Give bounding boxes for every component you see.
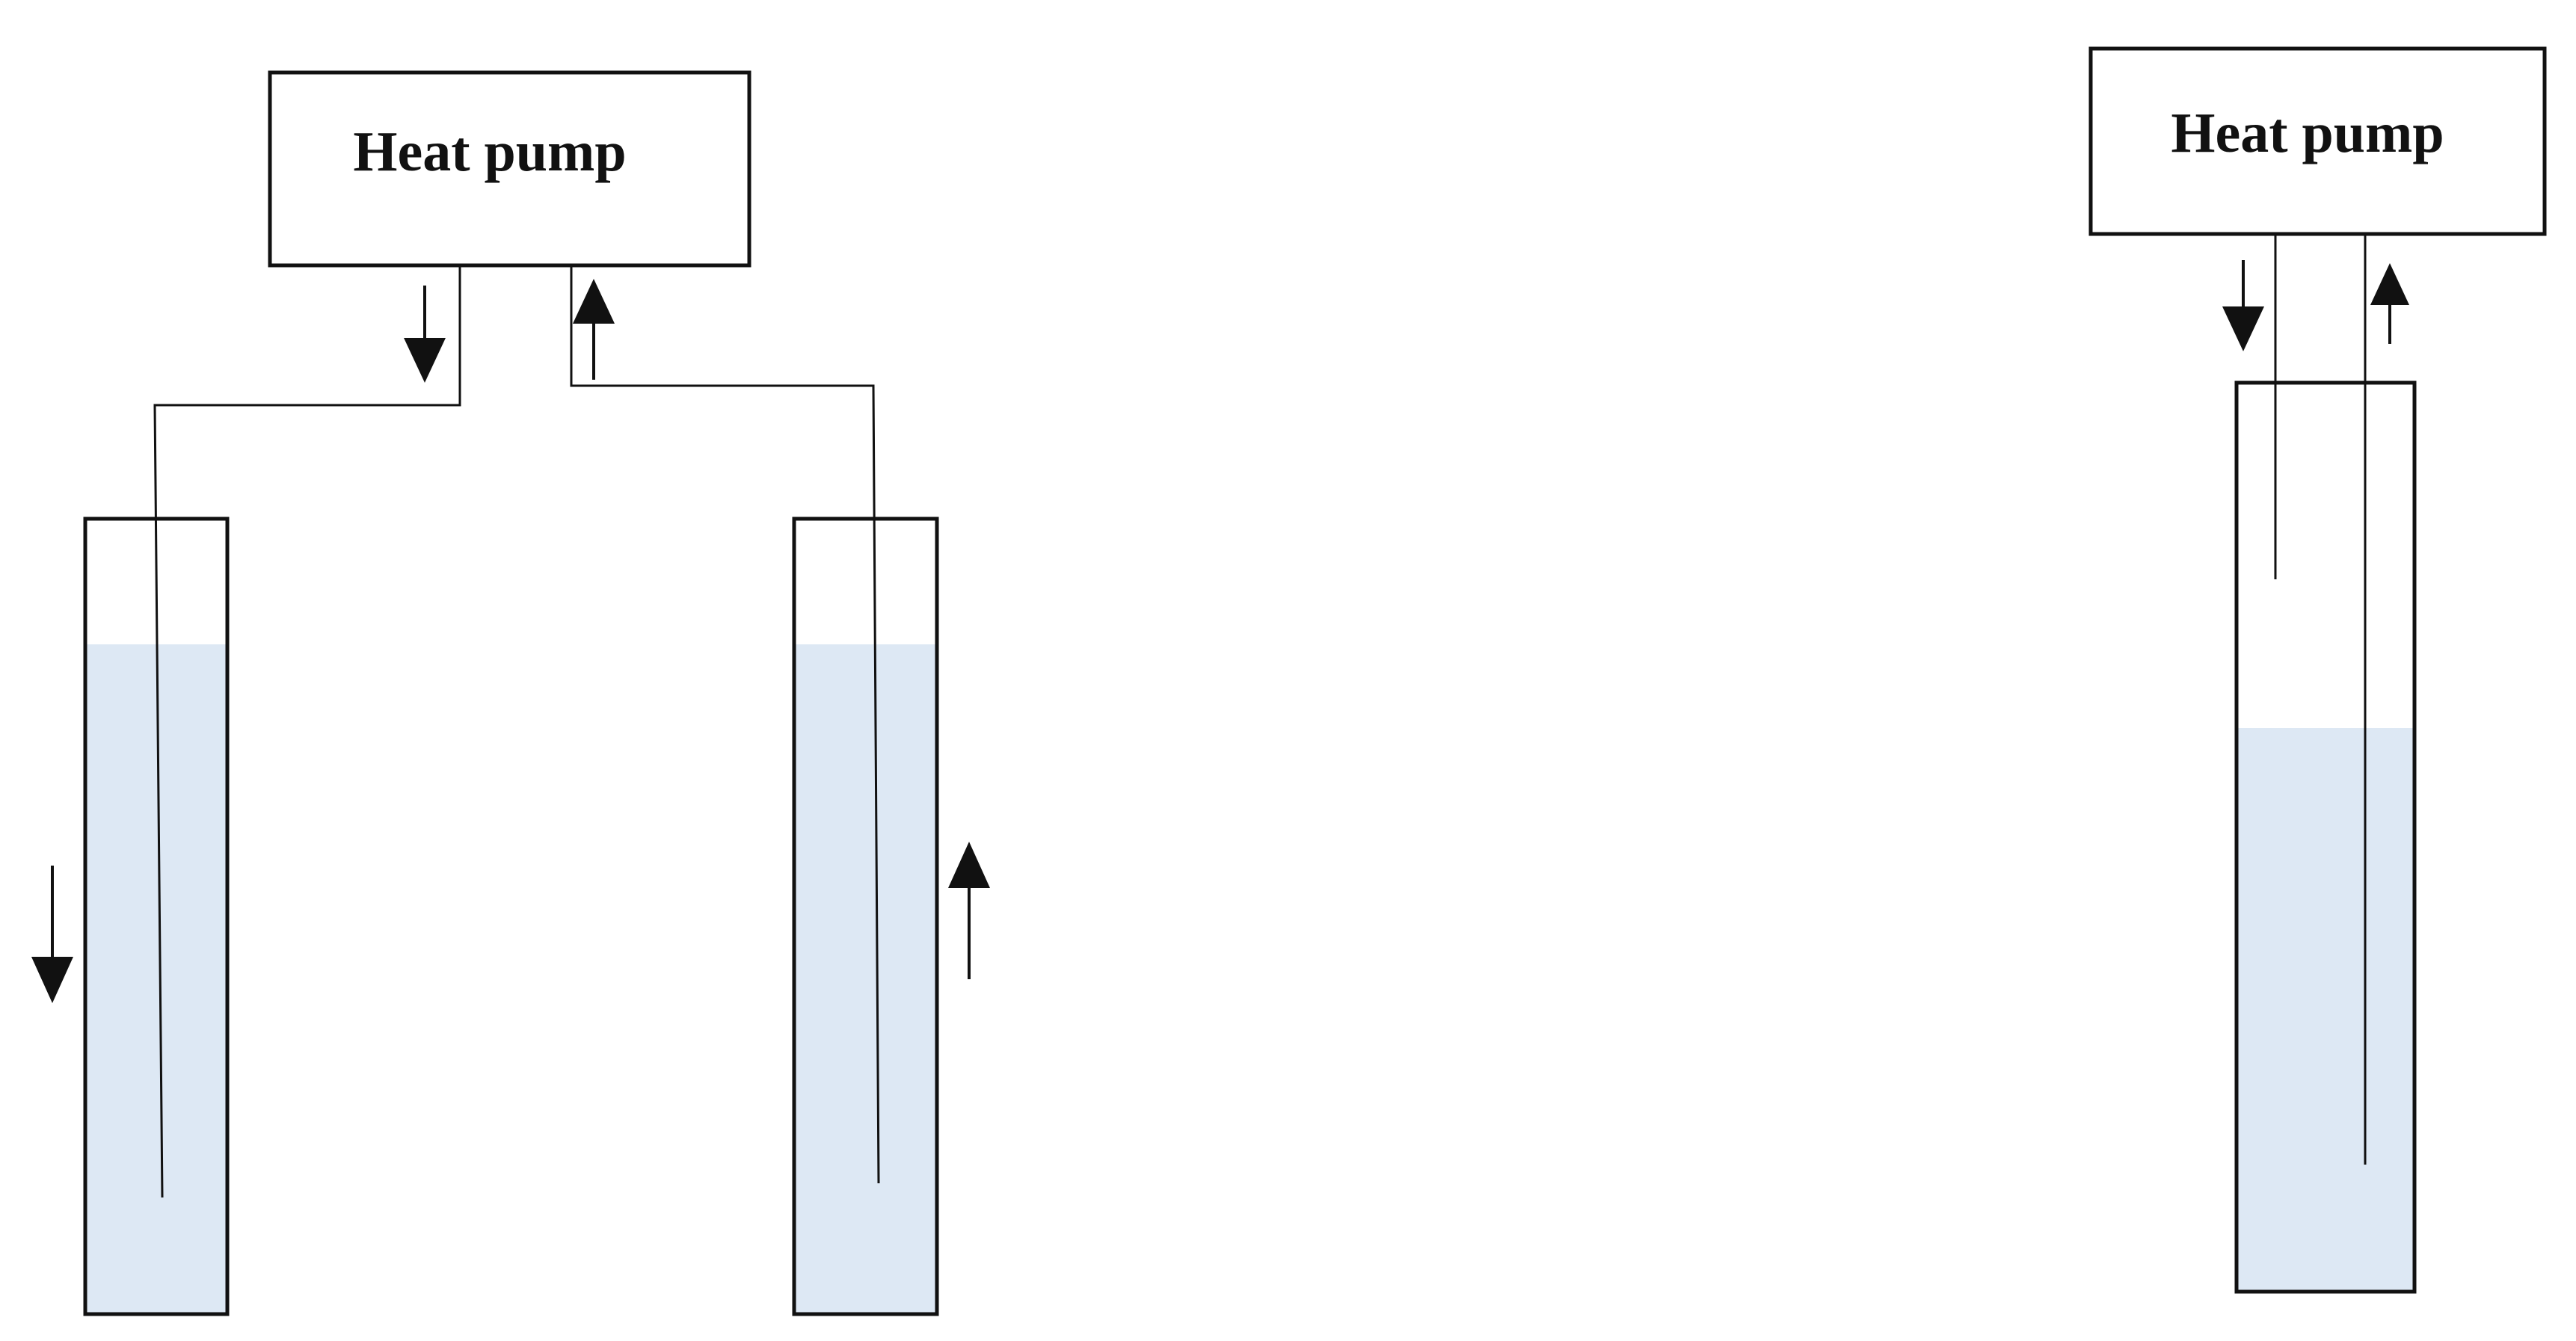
- left-heat-pump: Heat pump: [268, 70, 751, 268]
- production-well-water: [796, 644, 936, 1313]
- right-system-single-well: Heat pump: [2088, 46, 2547, 1294]
- production-well-casing: [792, 517, 939, 1316]
- left-heat-pump-label: Heat pump: [353, 120, 626, 183]
- injection-pipe: [153, 265, 461, 1198]
- production-well: [792, 517, 939, 1316]
- up-arrow-icon: [2370, 263, 2409, 344]
- injection-well-water: [87, 644, 227, 1313]
- down-arrow-icon: [31, 866, 73, 1003]
- single-well-water: [2238, 728, 2414, 1290]
- down-arrow-icon: [404, 286, 446, 383]
- single-well: [2234, 380, 2417, 1294]
- left-system-doublet: Heat pump: [31, 70, 990, 1316]
- left-heat-pump-box: [268, 70, 751, 268]
- up-arrow-icon: [573, 279, 615, 380]
- single-well-casing: [2234, 380, 2417, 1294]
- right-heat-pump-box: [2088, 46, 2547, 236]
- down-arrow-icon: [2222, 260, 2264, 351]
- right-heat-pump: Heat pump: [2088, 46, 2547, 236]
- right-heat-pump-label: Heat pump: [2171, 102, 2444, 164]
- up-arrow-icon: [948, 842, 990, 979]
- production-pipe: [570, 265, 880, 1184]
- injection-well: [83, 517, 230, 1316]
